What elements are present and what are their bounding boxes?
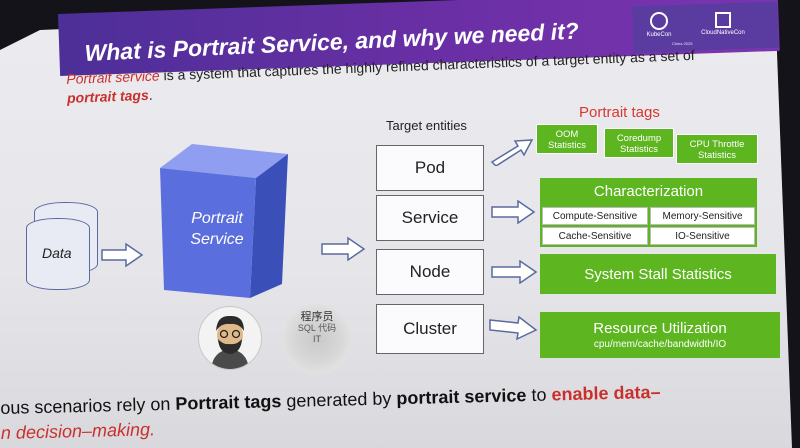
bottom-text-part: to — [526, 384, 552, 406]
cloudnativecon-label: CloudNativeCon — [701, 30, 745, 36]
system-stall-label: System Stall Statistics — [584, 265, 732, 283]
word-cloud-title: 程序员 — [300, 311, 334, 323]
bottom-text-part: generated by — [281, 388, 397, 412]
resource-utilization-title: Resource Utilization — [593, 320, 727, 337]
characterization-header: Characterization — [540, 178, 757, 205]
cell-io-sensitive: IO-Sensitive — [650, 227, 755, 245]
programmer-word-cloud: 程序员 SQL 代码 IT — [282, 304, 352, 374]
tag-cpu-throttle-statistics: CPU Throttle Statistics — [676, 134, 758, 164]
data-label: Data — [42, 245, 72, 261]
bottom-text-part: ous scenarios rely on — [0, 393, 176, 418]
arrow-service-to-entities — [321, 236, 366, 262]
bottom-line2: n decision–making. — [0, 419, 156, 443]
target-entities-header: Target entities — [386, 118, 467, 133]
entity-node: Node — [376, 249, 484, 295]
word-cloud-word: IT — [313, 334, 321, 344]
data-cylinder-front — [26, 218, 90, 290]
engineer-avatar — [198, 306, 262, 370]
bearded-man-icon — [211, 315, 249, 369]
tag-coredump-statistics: Coredump Statistics — [604, 128, 674, 158]
arrow-pod-to-tags — [490, 139, 534, 166]
bottom-term-portrait-service: portrait service — [396, 385, 527, 409]
intro-term2: portrait tags — [66, 86, 150, 106]
tag-oom-statistics: OOM Statistics — [536, 124, 598, 154]
arrow-data-to-service — [101, 242, 144, 268]
word-cloud-word: 代码 — [318, 323, 337, 333]
resource-utilization: Resource Utilization cpu/mem/cache/bandw… — [540, 312, 780, 358]
entity-pod: Pod — [376, 145, 484, 191]
entity-cluster: Cluster — [376, 304, 484, 354]
arrow-node-to-stall — [491, 260, 538, 284]
bottom-term-portrait-tags: Portrait tags — [175, 391, 282, 414]
intro-text-part2: . — [148, 86, 153, 103]
resource-utilization-sub: cpu/mem/cache/bandwidth/IO — [593, 339, 727, 350]
portrait-service-label: Portrait Service — [190, 210, 244, 248]
kubecon-label: KubeCon — [646, 32, 672, 38]
cell-memory-sensitive: Memory-Sensitive — [650, 207, 755, 225]
portrait-tags-header: Portrait tags — [579, 104, 660, 121]
arrow-service-to-characterization — [491, 200, 536, 224]
word-cloud-word: SQL — [297, 323, 316, 333]
cell-cache-sensitive: Cache-Sensitive — [542, 227, 648, 245]
entity-service: Service — [376, 195, 484, 241]
helm-wheel-icon — [650, 12, 668, 30]
system-stall-statistics: System Stall Statistics — [540, 254, 776, 294]
bottom-term-enable-data: enable data– — [551, 381, 661, 405]
conference-region: China 2025 — [672, 41, 693, 46]
characterization-grid: Compute-Sensitive Memory-Sensitive Cache… — [540, 205, 757, 247]
cell-compute-sensitive: Compute-Sensitive — [542, 207, 648, 225]
portrait-service-box — [160, 144, 288, 298]
cloudnative-icon — [715, 12, 731, 28]
cloudnativecon-logo: CloudNativeCon — [688, 12, 758, 36]
kubecon-logo: KubeCon — [639, 12, 679, 38]
intro-term: Portrait service — [66, 67, 160, 87]
arrow-cluster-to-resource — [489, 315, 538, 341]
